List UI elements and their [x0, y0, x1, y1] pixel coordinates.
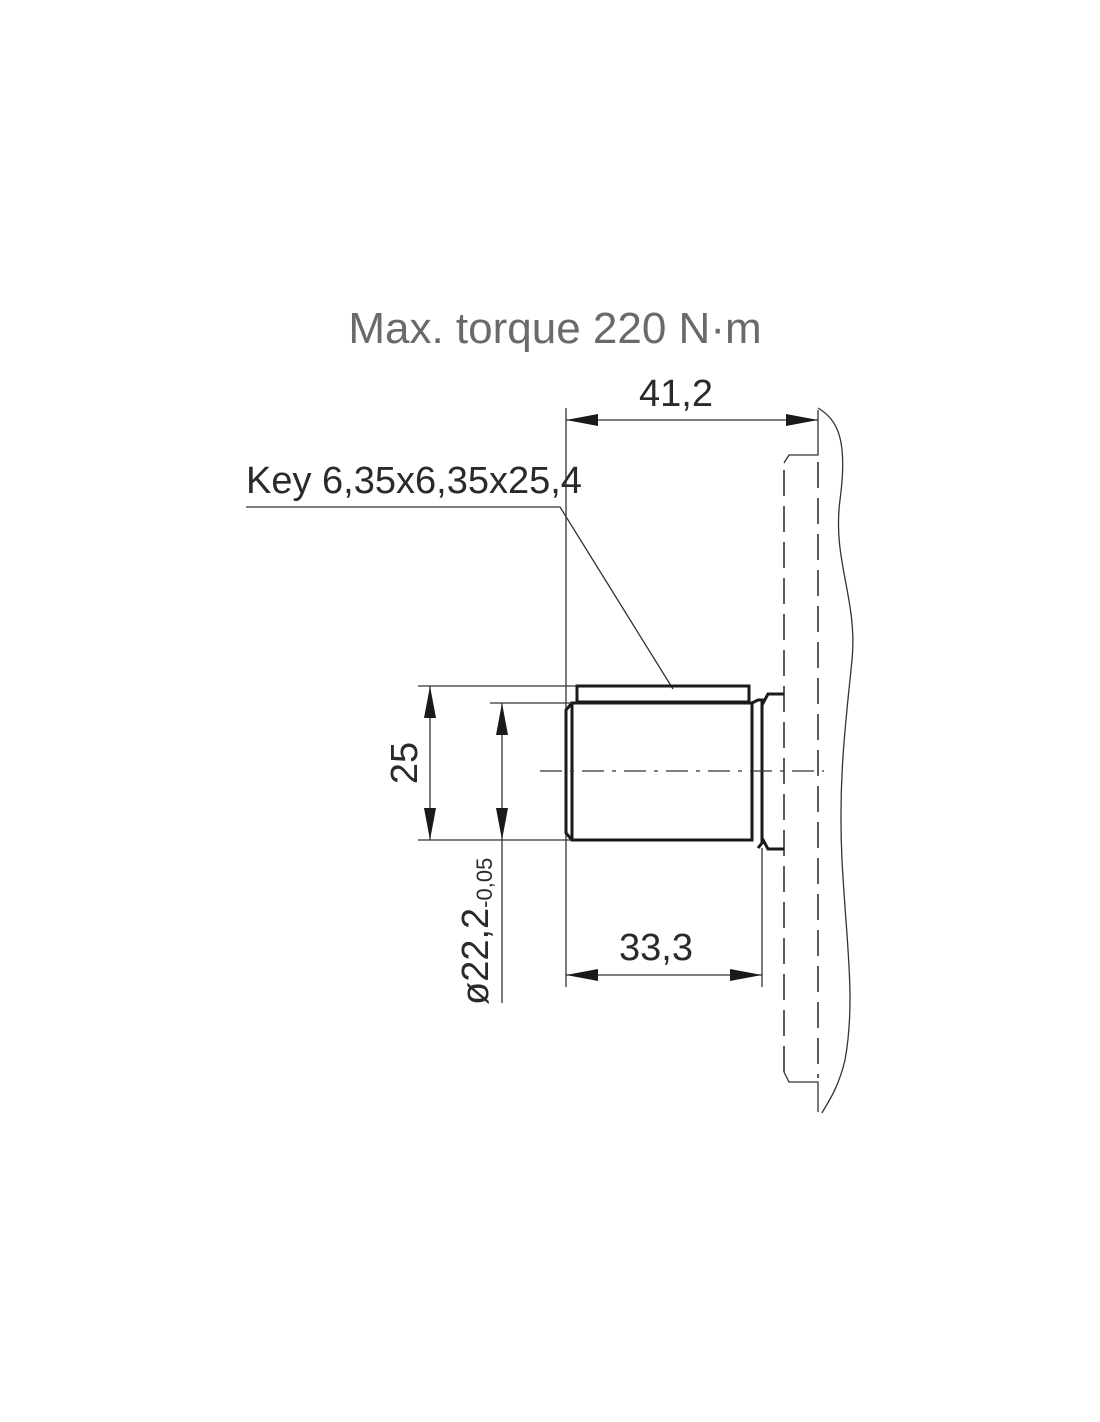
mounting-flange [783, 407, 854, 1114]
key [575, 684, 751, 704]
diameter-tolerance: -0,05 [472, 858, 497, 908]
dimension-overall-length: 41,2 [566, 373, 818, 426]
dimension-diameter: ø22,2-0,05 [455, 702, 572, 1005]
key-label: Key 6,35x6,35x25,4 [246, 460, 582, 502]
diameter-value: ø22,2 [455, 908, 497, 1005]
dimension-key-height: 25 [384, 685, 577, 841]
key-leader-line [246, 506, 674, 690]
drawing-title: Max. torque 220 N·m [348, 304, 761, 353]
key-height-label: 25 [384, 742, 426, 784]
diameter-label: ø22,2-0,05 [455, 858, 497, 1005]
shaft-length-label: 33,3 [619, 927, 693, 969]
dimension-shaft-length: 33,3 [566, 848, 763, 987]
overall-length-label: 41,2 [639, 373, 713, 415]
shaft [564, 692, 784, 851]
